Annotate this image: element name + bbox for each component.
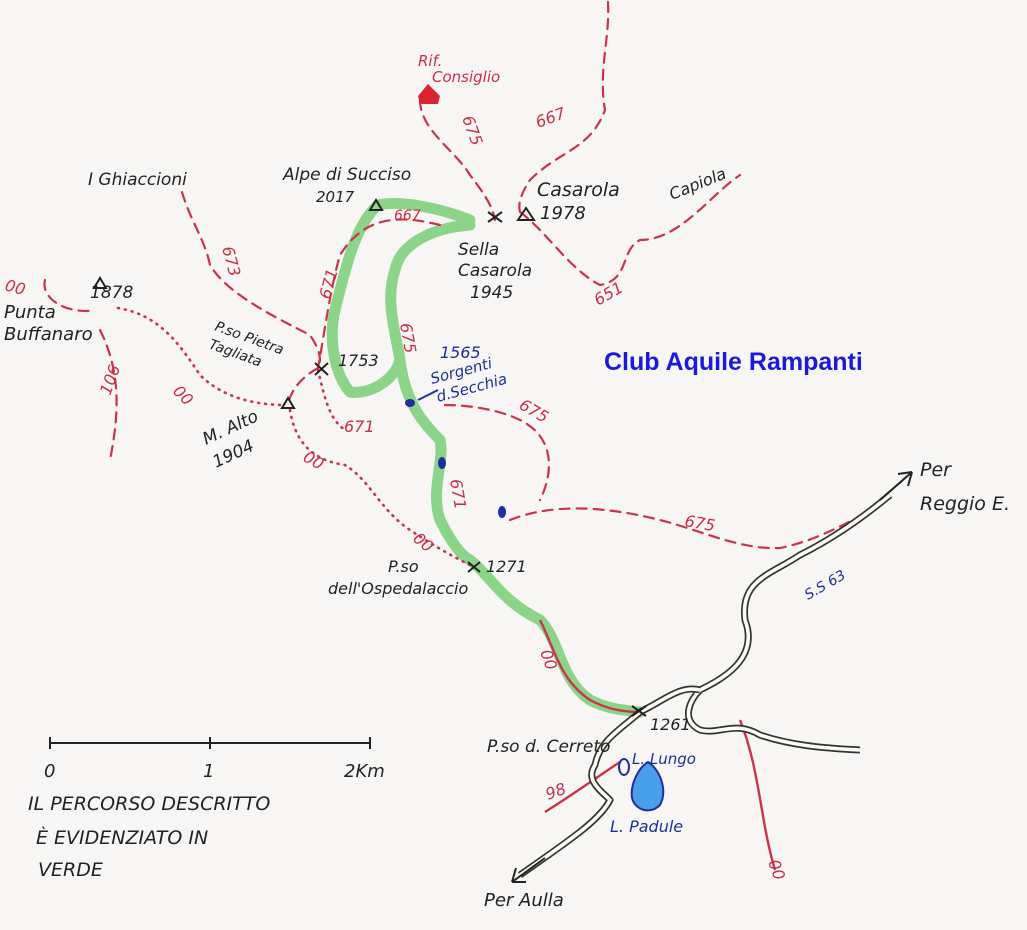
note-line: È EVIDENZIATO IN	[36, 826, 208, 849]
label-alpe: Alpe di Succiso	[282, 165, 411, 185]
label-punta-alt: 1878	[90, 283, 133, 303]
label-monte-alto: M. Alto	[200, 407, 262, 450]
spring-dot	[438, 457, 446, 469]
label-casarola-alt: 1978	[540, 203, 586, 224]
label-sorgenti: 1565	[440, 343, 481, 362]
scale-tick-2: 2Km	[344, 761, 385, 782]
trail-number: 00	[300, 447, 327, 474]
label-aulla: Per Aulla	[484, 890, 564, 911]
scale-tick-0: 0	[44, 761, 55, 782]
monte-alto-peak-icon	[280, 396, 296, 409]
peak-markers	[92, 198, 647, 717]
note-line: VERDE	[38, 859, 103, 881]
scale-bar: 0 1 2Km	[44, 737, 385, 782]
label-rif: Rif.	[418, 52, 442, 70]
cerreto-pass-icon	[631, 705, 647, 717]
trail-number: 675	[683, 511, 716, 535]
label-ghiaccioni: I Ghiaccioni	[88, 170, 187, 190]
trail-number: 00	[3, 276, 28, 300]
trail-number: 671	[446, 477, 470, 510]
route-note: IL PERCORSO DESCRITTO È EVIDENZIATO IN V…	[28, 793, 270, 881]
sella-pass-icon	[487, 211, 503, 223]
label-ss63: S.S 63	[802, 567, 849, 603]
label-punta: Punta	[4, 302, 56, 323]
trail-number: 00	[764, 857, 789, 883]
label-ospedalaccio-alt: 1271	[486, 557, 527, 576]
label-punta: Buffanaro	[4, 324, 93, 345]
trails	[43, 0, 872, 871]
label-alpe-alt: 2017	[316, 188, 355, 206]
note-line: IL PERCORSO DESCRITTO	[28, 793, 270, 815]
trail-number: 667	[394, 208, 421, 224]
label-ospedalaccio: dell'Ospedalaccio	[328, 579, 468, 598]
scale-tick-1: 1	[203, 761, 214, 782]
label-cerreto-alt: 1261	[650, 715, 691, 734]
alpe-succiso-peak-icon	[368, 198, 384, 211]
refuge-icon	[418, 84, 440, 104]
label-sella-alt: 1945	[470, 283, 513, 303]
club-name: Club Aquile Rampanti	[604, 348, 863, 376]
punta-buffanaro-peak-icon	[92, 276, 108, 289]
trail-number: 667	[533, 103, 569, 132]
trail-number: 675	[458, 113, 486, 148]
ospedalaccio-pass-icon	[467, 561, 481, 573]
label-sella: Sella	[458, 240, 499, 260]
label-lago-lungo: L. Lungo	[632, 750, 696, 768]
label-sella: Casarola	[458, 261, 532, 281]
pietra-pass-icon	[314, 362, 329, 376]
label-lago-padule: L. Padule	[610, 817, 683, 836]
trail-number: 106	[96, 362, 124, 397]
label-casarola: Casarola	[537, 179, 620, 201]
label-reggio: Per	[920, 459, 952, 481]
trail-number: 675	[516, 395, 552, 427]
spring-dot	[498, 506, 506, 518]
label-pietra-alt: 1753	[338, 351, 379, 370]
lago-lungo-lake	[618, 758, 630, 776]
trail-number: 673	[218, 244, 244, 278]
trail-number: 671	[344, 417, 375, 436]
sorgenti-marker	[405, 399, 415, 407]
label-ospedalaccio: P.so	[388, 557, 419, 576]
lago-padule-lake	[630, 760, 665, 812]
trail-number: 00	[169, 381, 197, 409]
label-cerreto: P.so d. Cerreto	[487, 737, 610, 757]
label-reggio: Reggio E.	[920, 493, 1010, 515]
dotted-trails	[116, 306, 472, 567]
label-capiola: Capiola	[666, 164, 728, 204]
road-ss63	[511, 471, 913, 883]
water	[405, 389, 665, 812]
label-rif: Consiglio	[432, 68, 500, 86]
casarola-peak-icon	[516, 206, 536, 221]
